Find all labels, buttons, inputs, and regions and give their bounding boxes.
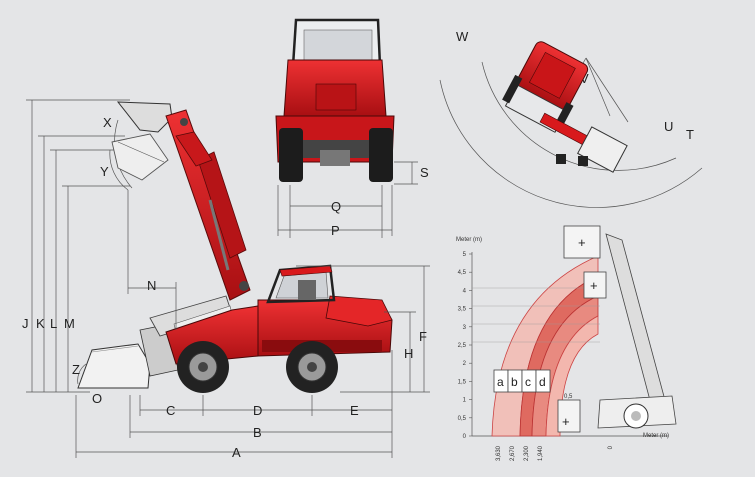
y-tick-label: 0 xyxy=(463,434,467,440)
dim-label-u: U xyxy=(664,119,673,134)
zone-label-c: c xyxy=(525,375,531,389)
y-tick-label: 1,5 xyxy=(458,379,467,385)
dim-label-c: C xyxy=(166,403,175,418)
dim-label-b: B xyxy=(253,425,262,440)
dim-label-x: X xyxy=(103,115,112,130)
zone-label-b: b xyxy=(511,375,518,389)
top-view-wheel xyxy=(556,154,566,164)
rollback-angle-arc xyxy=(109,149,129,191)
inner-note: 0,5 xyxy=(564,394,573,400)
rear-wheel xyxy=(286,341,338,393)
y-tick-label: 2,5 xyxy=(458,343,467,349)
x-tick-label: 2,670 xyxy=(510,445,516,461)
dim-label-j: J xyxy=(22,316,29,331)
loader-chassis xyxy=(165,295,393,365)
y-tick-label: 4 xyxy=(463,288,467,294)
dim-label-h: H xyxy=(404,346,413,361)
outer-turning-arc xyxy=(439,79,703,208)
dim-label-m: M xyxy=(64,316,75,331)
dim-label-l: L xyxy=(50,316,57,331)
dim-label-q: Q xyxy=(331,199,341,214)
front-wheel xyxy=(177,341,229,393)
y-tick-label: 3,5 xyxy=(458,307,467,313)
dim-label-n: N xyxy=(147,278,156,293)
chart-y-axis-title: Meter (m) xyxy=(456,237,482,243)
x-tick-label: 0 xyxy=(608,445,614,449)
dim-label-f: F xyxy=(419,329,427,344)
y-tick-label: 1 xyxy=(463,398,467,404)
top-view-turning: W V U T xyxy=(439,29,703,208)
load-box-top xyxy=(563,225,601,259)
x-tick-label: 3,630 xyxy=(496,445,502,461)
dim-label-w: W xyxy=(456,29,469,44)
plus-mark-bottom: + xyxy=(562,414,570,429)
y-tick-label: 0,5 xyxy=(458,416,467,422)
y-tick-label: 2 xyxy=(463,361,467,367)
dim-label-e: E xyxy=(350,403,359,418)
dim-label-z: Z xyxy=(72,362,80,377)
dim-label-p: P xyxy=(331,223,340,238)
y-tick-label: 4,5 xyxy=(458,270,467,276)
operator-cab xyxy=(266,264,336,304)
chart-x-axis-title: Meter (m) xyxy=(643,433,669,439)
raised-bucket xyxy=(111,101,173,181)
dim-label-k: K xyxy=(36,316,45,331)
dim-label-t: T xyxy=(686,127,694,142)
plus-mark-middle: + xyxy=(590,278,598,293)
x-tick-label: 1,940 xyxy=(538,445,544,461)
chart-y-ticks: 0 0,5 1 1,5 2 2,5 3 3,5 4 4,5 5 xyxy=(458,252,472,440)
dim-label-y: Y xyxy=(100,164,109,179)
y-tick-label: 5 xyxy=(463,252,467,258)
digging-angle-arc xyxy=(77,363,87,385)
zone-label-a: a xyxy=(497,375,504,389)
side-view: J K L M X Y xyxy=(22,99,430,460)
chart-x-ticks: 3,630 2,670 2,300 1,940 0 xyxy=(496,445,614,461)
chart-loader-silhouette xyxy=(597,233,677,429)
front-view: Q P S xyxy=(275,18,429,238)
lift-capacity-chart: Meter (m) 00,511,522,533,544,55 a b c d … xyxy=(456,225,677,461)
dim-label-d: D xyxy=(253,403,262,418)
y-tick-label: 3 xyxy=(463,325,467,331)
dim-label-o: O xyxy=(92,391,102,406)
plus-mark-top: + xyxy=(578,235,586,250)
zone-label-d: d xyxy=(539,375,546,389)
dim-label-s: S xyxy=(420,165,429,180)
dim-label-a: A xyxy=(232,445,241,460)
height-dimension-lines xyxy=(26,99,130,393)
capacity-zone-arc xyxy=(491,255,599,437)
telescopic-boom xyxy=(165,109,251,301)
dim-label-v: V xyxy=(580,71,589,86)
x-tick-label: 2,300 xyxy=(524,445,530,461)
